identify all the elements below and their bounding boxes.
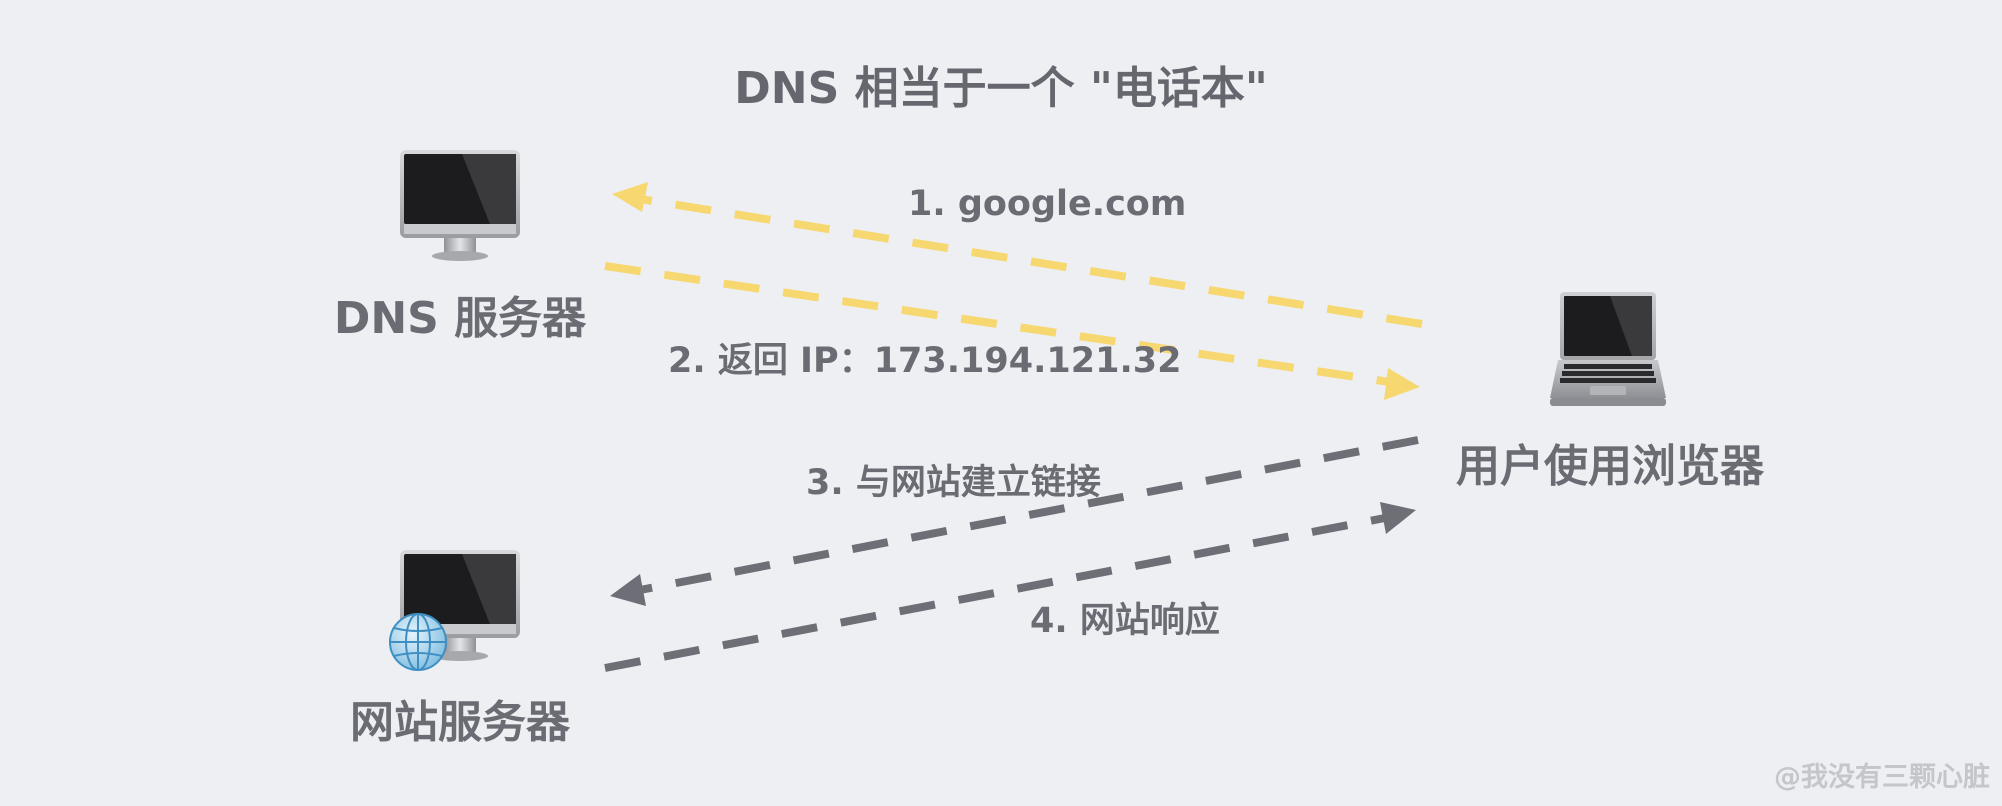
step-4-label: 4. 网站响应: [1030, 601, 1220, 641]
user-browser-label: 用户使用浏览器: [1456, 441, 1764, 492]
arrow-step-1: [612, 182, 1423, 328]
laptop-icon: [1550, 292, 1666, 406]
arrow-step-4: [604, 502, 1416, 672]
step-1-label: 1. google.com: [908, 184, 1187, 224]
desktop-computer-icon: [400, 150, 520, 261]
diagram-title: DNS 相当于一个 "电话本": [734, 63, 1268, 114]
dns-server-label: DNS 服务器: [333, 293, 587, 344]
web-server-label: 网站服务器: [350, 697, 570, 748]
step-2-label: 2. 返回 IP：173.194.121.32: [668, 341, 1182, 381]
watermark: @我没有三颗心脏: [1774, 762, 1990, 793]
step-3-label: 3. 与网站建立链接: [806, 463, 1101, 503]
globe-icon: [389, 613, 447, 671]
desktop-computer-globe-icon: [389, 550, 520, 671]
arrow-step-2: [604, 262, 1420, 400]
arrow-step-3: [610, 436, 1419, 606]
